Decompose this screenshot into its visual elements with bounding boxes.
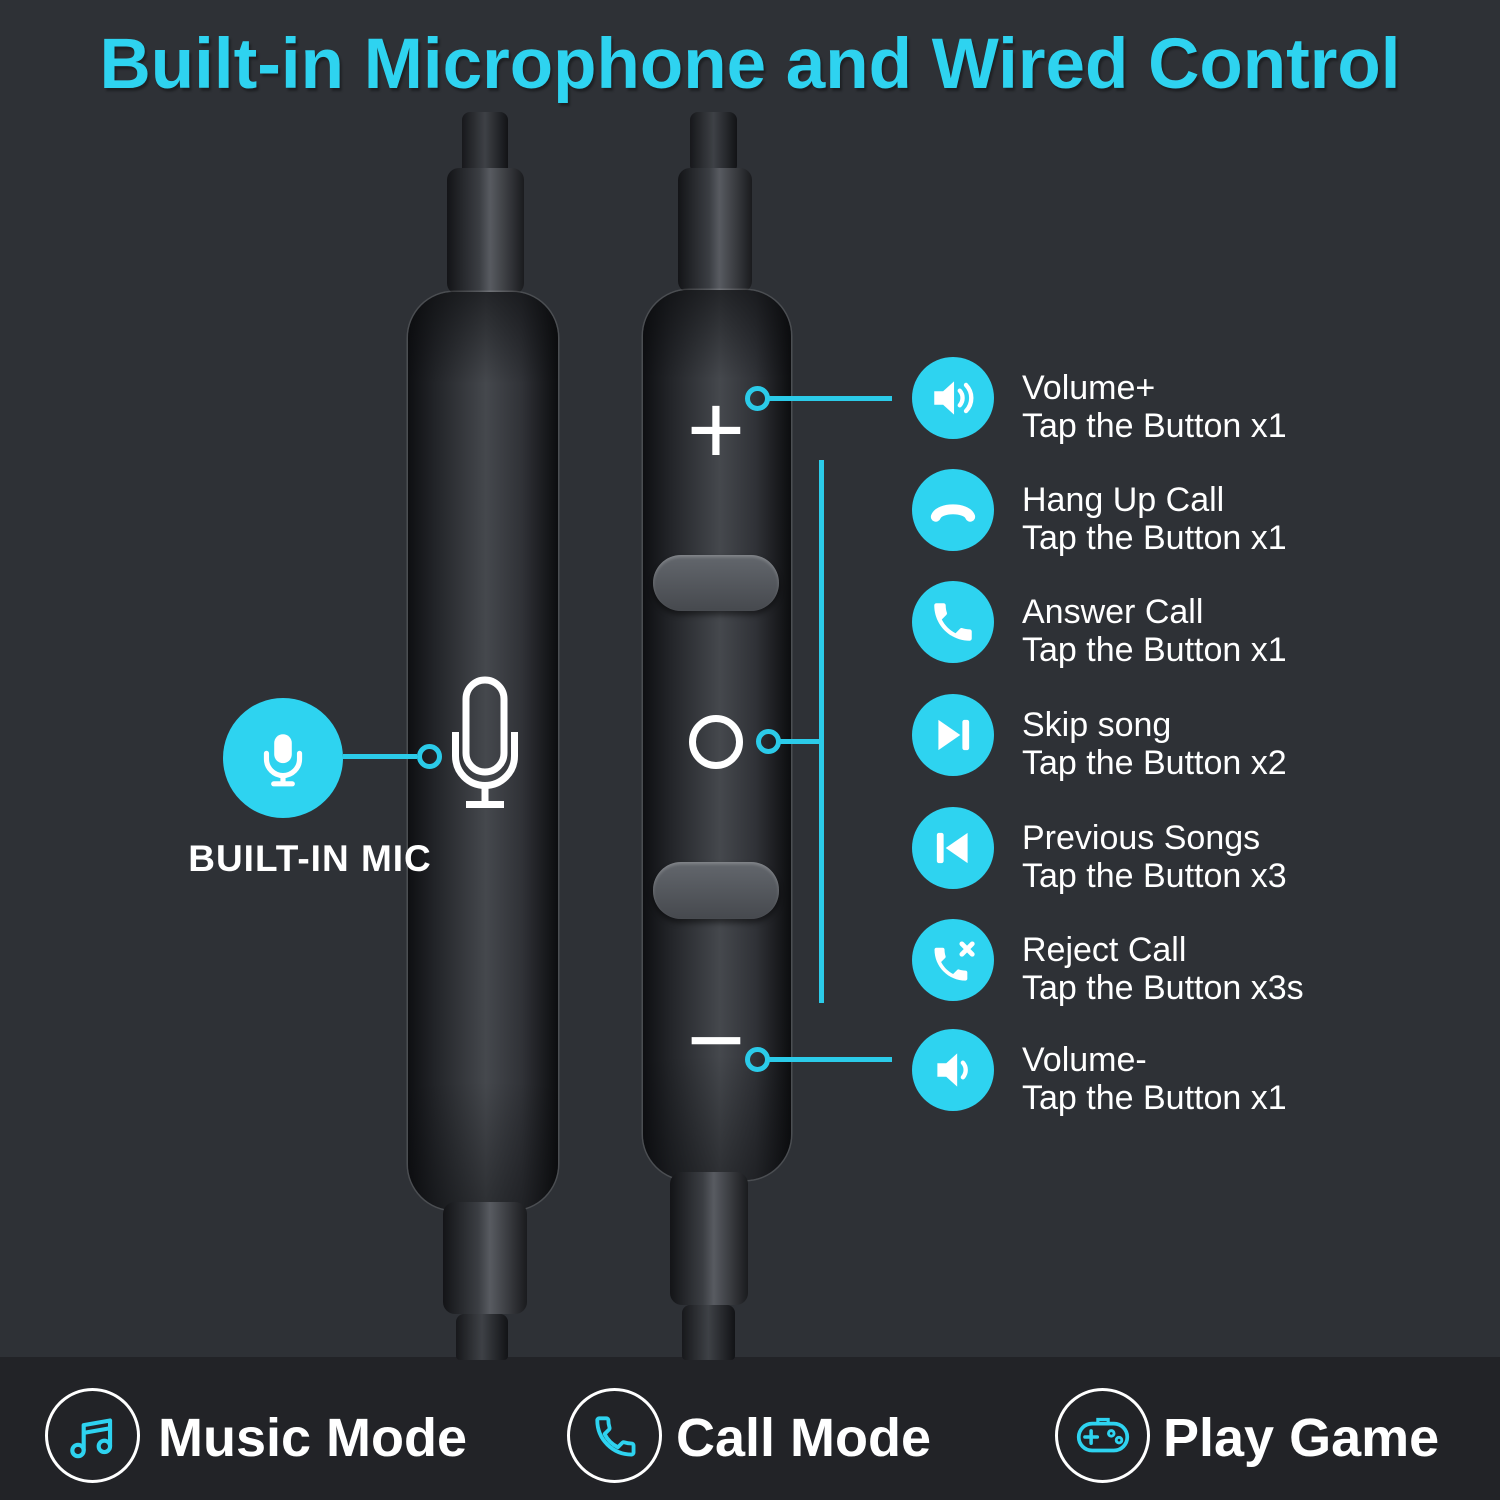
hang-up-call-icon [912, 469, 994, 551]
callout-title: Answer Call [1022, 593, 1204, 631]
play-game-label: Play Game [1163, 1408, 1440, 1468]
left-remote-top-strain-relief [447, 168, 524, 295]
volume-down-callout-line [769, 1057, 892, 1062]
music-note-icon [45, 1388, 140, 1483]
volume-down-callout-ring [745, 1047, 770, 1072]
callout-title: Volume- [1022, 1041, 1147, 1079]
callout-subtitle: Tap the Button x2 [1022, 744, 1287, 782]
callout-subtitle: Tap the Button x3 [1022, 857, 1287, 895]
callout-subtitle: Tap the Button x3s [1022, 969, 1304, 1007]
gamepad-icon [1055, 1388, 1150, 1483]
center-button-callout-line [780, 739, 822, 744]
right-remote-bottom-cable [682, 1305, 735, 1360]
lower-side-button [653, 862, 779, 919]
footer-band [0, 1357, 1500, 1500]
phone-icon [567, 1388, 662, 1483]
callout-title: Reject Call [1022, 931, 1187, 969]
volume-down-mark: − [686, 984, 746, 1096]
page-title: Built-in Microphone and Wired Control [99, 25, 1401, 104]
volume-up-callout-line [769, 396, 892, 401]
callout-title: Skip song [1022, 706, 1172, 744]
callout-subtitle: Tap the Button x1 [1022, 1079, 1287, 1117]
left-remote-top-cable [462, 112, 508, 172]
volume-up-callout-ring [745, 386, 770, 411]
callout-item: Skip song Tap the Button x2 [1022, 706, 1442, 782]
callout-item: Previous Songs Tap the Button x3 [1022, 819, 1442, 895]
volume-up-mark: + [686, 374, 746, 486]
callout-title: Previous Songs [1022, 819, 1261, 857]
volume-up-icon [912, 357, 994, 439]
left-remote-bottom-cable [456, 1314, 508, 1360]
right-remote-bottom-strain-relief [670, 1172, 748, 1305]
microphone-outline-icon [450, 668, 520, 818]
callout-item: Reject Call Tap the Button x3s [1022, 931, 1442, 1007]
mic-callout-line [343, 754, 417, 759]
upper-side-button [653, 555, 779, 611]
mic-callout-ring [417, 744, 442, 769]
right-remote-top-cable [690, 112, 737, 170]
callout-item: Answer Call Tap the Button x1 [1022, 593, 1442, 669]
builtin-mic-label: BUILT-IN MIC [188, 838, 432, 879]
previous-songs-icon [912, 807, 994, 889]
center-button-bracket-line [819, 460, 824, 1003]
volume-down-icon [912, 1029, 994, 1111]
center-button-callout-ring [756, 729, 781, 754]
callout-item: Volume+ Tap the Button x1 [1022, 369, 1442, 445]
callout-title: Hang Up Call [1022, 481, 1225, 519]
callout-item: Hang Up Call Tap the Button x1 [1022, 481, 1442, 557]
callout-subtitle: Tap the Button x1 [1022, 519, 1287, 557]
answer-call-icon [912, 581, 994, 663]
callout-title: Volume+ [1022, 369, 1156, 407]
callout-subtitle: Tap the Button x1 [1022, 631, 1287, 669]
right-remote-top-strain-relief [678, 168, 752, 293]
left-remote-bottom-strain-relief [443, 1202, 527, 1314]
mic-badge [223, 698, 343, 818]
callout-item: Volume- Tap the Button x1 [1022, 1041, 1442, 1117]
callout-subtitle: Tap the Button x1 [1022, 407, 1287, 445]
skip-song-icon [912, 694, 994, 776]
microphone-icon [263, 734, 303, 787]
music-mode-label: Music Mode [158, 1408, 468, 1468]
reject-call-icon [912, 919, 994, 1001]
call-mode-label: Call Mode [676, 1408, 932, 1468]
circle-button [689, 715, 743, 769]
